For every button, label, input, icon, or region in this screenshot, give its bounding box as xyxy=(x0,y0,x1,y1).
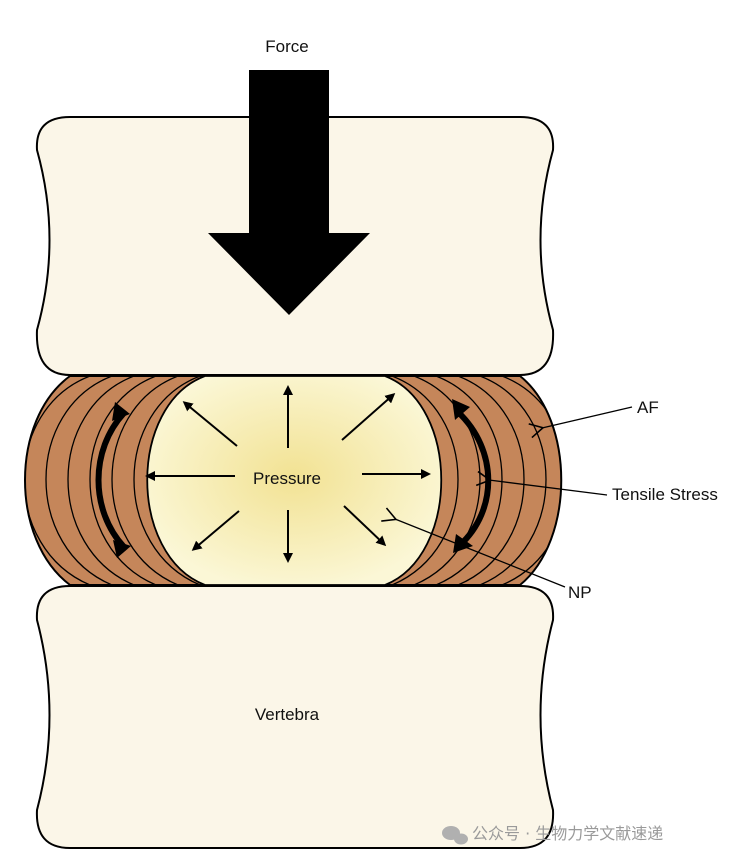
watermark-text: 公众号 · 生物力学文献速递 xyxy=(472,824,663,843)
tensile-stress-label: Tensile Stress xyxy=(612,485,718,504)
vertebra-label: Vertebra xyxy=(255,705,320,724)
pressure-label: Pressure xyxy=(253,469,321,488)
watermark: 公众号 · 生物力学文献速递 xyxy=(442,824,663,845)
np-label: NP xyxy=(568,583,592,602)
af-label: AF xyxy=(637,398,659,417)
lower-vertebra xyxy=(35,585,555,849)
leader-lines xyxy=(395,406,633,588)
wechat-icon xyxy=(442,826,468,845)
force-label: Force xyxy=(265,37,308,56)
pressure-arrows xyxy=(145,385,431,563)
force-arrow xyxy=(208,70,370,315)
